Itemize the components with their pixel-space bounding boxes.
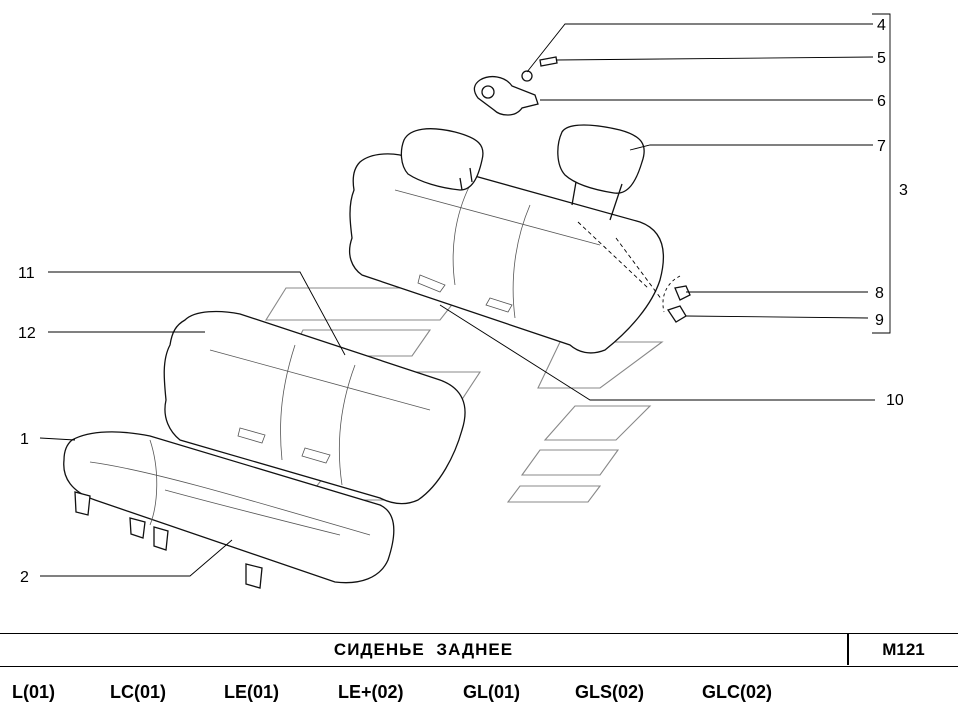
variant-gl: GL(01) [463,682,521,702]
rear-seat-cushion [63,431,395,589]
callout-1: 1 [20,431,29,448]
page-title: СИДЕНЬЕ ЗАДНЕЕ [333,640,514,659]
headrest-left [400,128,484,191]
leader-lines [39,23,875,577]
callout-4: 4 [877,17,886,34]
callout-12: 12 [18,325,36,342]
seat-exploded-diagram: 4 5 6 7 3 8 9 10 11 12 1 2 [18,13,908,589]
variant-le: LE(01) [224,682,280,702]
callout-10: 10 [886,392,904,409]
callout-8: 8 [875,285,884,302]
callout-3: 3 [899,182,908,199]
variant-l: L(01) [12,682,56,702]
variant-list: L(01) LC(01) LE(01) LE+(02) GL(01) GLS(0… [0,676,958,712]
callout-11: 11 [18,265,35,282]
rear-seat-back-lower [163,310,466,505]
rear-seat-back-upper [348,153,664,354]
callout-2: 2 [20,569,29,586]
callout-9: 9 [875,312,884,329]
diagram-code: M121 [882,640,925,659]
variant-glc: GLC(02) [702,682,773,702]
callout-7: 7 [877,138,886,155]
callout-5: 5 [877,50,886,67]
variant-le-plus: LE+(02) [338,682,404,702]
title-bar: СИДЕНЬЕ ЗАДНЕЕ M121 [0,633,958,667]
variant-lc: LC(01) [110,682,167,702]
title-divider [847,634,849,665]
callout-6: 6 [877,93,886,110]
variant-gls: GLS(02) [575,682,645,702]
headrest-right [557,124,645,221]
callout-3-bracket [872,13,891,334]
